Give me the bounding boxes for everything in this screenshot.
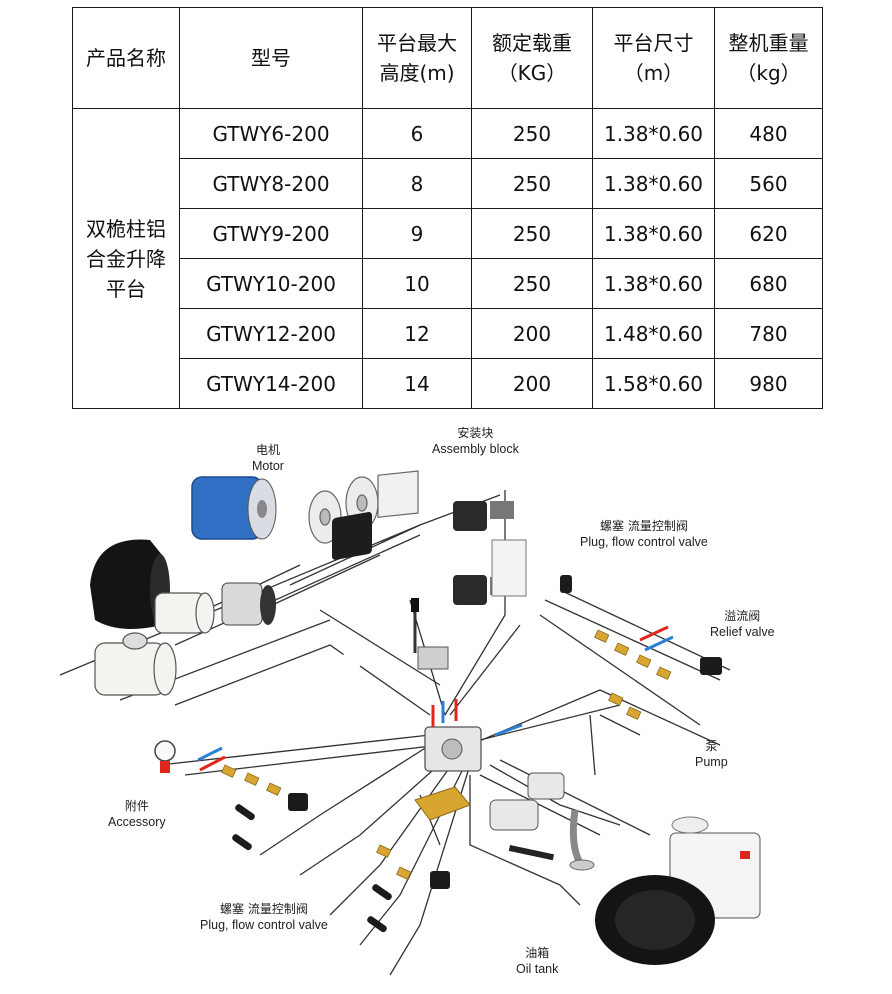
weight-cell: 780 (714, 308, 823, 359)
table-row: GTWY10-200 10 250 1.38*0.60 680 (73, 258, 823, 309)
col-header-model: 型号 (179, 7, 363, 109)
mounting-bracket-part (414, 786, 471, 821)
size-cell: 1.38*0.60 (592, 108, 715, 159)
height-cell: 12 (362, 308, 472, 359)
model-cell: GTWY6-200 (179, 108, 363, 159)
product-name-cell: 双桅柱铝 合金升降 平台 (72, 108, 180, 409)
label-relief-valve: 溢流阀 Relief valve (710, 609, 775, 639)
height-cell: 8 (362, 158, 472, 209)
adapter-plate-part (332, 512, 372, 670)
pump-part (489, 772, 595, 871)
label-accessory: 附件 Accessory (108, 799, 166, 829)
hand-lever-valve-part (411, 598, 449, 670)
load-cell: 200 (471, 308, 593, 359)
size-cell: 1.48*0.60 (592, 308, 715, 359)
size-cell: 1.38*0.60 (592, 208, 715, 259)
col-header-machine-weight: 整机重量 （kg） (714, 7, 823, 109)
load-cell: 250 (471, 108, 593, 159)
height-cell: 9 (362, 208, 472, 259)
diagram-drawing (59, 470, 761, 976)
label-pump: 泵 Pump (695, 739, 728, 769)
manifold-block-part (424, 726, 482, 772)
model-cell: GTWY10-200 (179, 258, 363, 309)
motor-part (191, 476, 277, 540)
table-row: GTWY14-200 14 200 1.58*0.60 980 (73, 358, 823, 409)
fitting-parts (221, 629, 672, 880)
hydraulic-power-unit-diagram: 电机 Motor 安装块 Assembly block 螺塞 流量控制阀 Plu… (0, 415, 892, 990)
size-cell: 1.38*0.60 (592, 158, 715, 209)
label-plug-flow-control-valve-top: 螺塞 流量控制阀 Plug, flow control valve (580, 519, 708, 549)
weight-cell: 560 (714, 158, 823, 209)
oil-tank-part (595, 816, 761, 965)
table-row: GTWY9-200 9 250 1.38*0.60 620 (73, 208, 823, 259)
weight-cell: 620 (714, 208, 823, 259)
col-header-product-name: 产品名称 (72, 7, 180, 109)
label-motor: 电机 Motor (252, 443, 284, 473)
table-header-row: 产品名称 型号 平台最大 高度(m) 额定载重 （KG） 平台尺寸 （m） 整机… (72, 7, 823, 109)
pressure-gauge-part (154, 740, 176, 773)
load-cell: 200 (471, 358, 593, 409)
flow-arrows (197, 625, 674, 772)
table-row: 双桅柱铝 合金升降 平台 GTWY6-200 6 250 1.38*0.60 4… (72, 108, 823, 409)
model-cell: GTWY14-200 (179, 358, 363, 409)
label-plug-flow-control-valve-bottom: 螺塞 流量控制阀 Plug, flow control valve (200, 902, 328, 932)
table-row: GTWY8-200 8 250 1.38*0.60 560 (73, 158, 823, 209)
height-cell: 10 (362, 258, 472, 309)
alt-motor-parts (94, 592, 215, 696)
size-cell: 1.38*0.60 (592, 258, 715, 309)
assembly-block-part (453, 501, 527, 605)
height-cell: 14 (362, 358, 472, 409)
model-cell: GTWY8-200 (179, 158, 363, 209)
col-header-platform-size: 平台尺寸 （m） (592, 7, 715, 109)
solenoid-parts (232, 575, 722, 933)
col-header-rated-load: 额定载重 （KG） (471, 7, 593, 109)
load-cell: 250 (471, 158, 593, 209)
weight-cell: 980 (714, 358, 823, 409)
model-cell: GTWY12-200 (179, 308, 363, 359)
label-assembly-block: 安装块 Assembly block (432, 426, 519, 456)
weight-cell: 680 (714, 258, 823, 309)
load-cell: 250 (471, 208, 593, 259)
model-cell: GTWY9-200 (179, 208, 363, 259)
weight-cell: 480 (714, 108, 823, 159)
load-cell: 250 (471, 258, 593, 309)
label-oil-tank: 油箱 Oil tank (516, 946, 559, 976)
col-header-max-height: 平台最大 高度(m) (362, 7, 472, 109)
spec-table: 产品名称 型号 平台最大 高度(m) 额定载重 （KG） 平台尺寸 （m） 整机… (72, 7, 823, 409)
table-row: GTWY12-200 12 200 1.48*0.60 780 (73, 308, 823, 359)
size-cell: 1.58*0.60 (592, 358, 715, 409)
dc-motor-part (221, 582, 276, 626)
height-cell: 6 (362, 108, 472, 159)
